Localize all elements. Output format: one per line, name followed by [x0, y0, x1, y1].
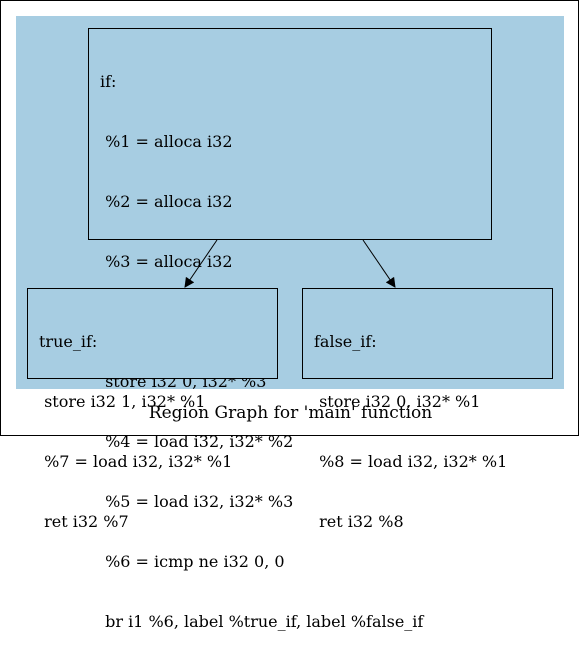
node-false-if-line: false_if:	[314, 332, 377, 351]
node-if-line: br i1 %6, label %true_if, label %false_i…	[100, 612, 424, 631]
graph-caption: Region Graph for 'main' function	[148, 403, 433, 423]
node-if-line: %1 = alloca i32	[100, 132, 233, 151]
node-true-if-line: %7 = load i32, i32* %1	[39, 452, 233, 471]
node-if-line: %3 = alloca i32	[100, 252, 233, 271]
node-if-line: %2 = alloca i32	[100, 192, 233, 211]
node-if-line: %6 = icmp ne i32 0, 0	[100, 552, 285, 571]
edge-if-to-true-if	[184, 239, 218, 288]
node-false-if-line: store i32 0, i32* %1	[314, 392, 481, 411]
node-if-line: %5 = load i32, i32* %3	[100, 492, 294, 511]
node-if[interactable]: if: %1 = alloca i32 %2 = alloca i32 %3 =…	[88, 28, 492, 631]
node-true-if-line: store i32 1, i32* %1	[39, 392, 206, 411]
node-false-if-line: ret i32 %8	[314, 512, 404, 531]
node-true-if-line: true_if:	[39, 332, 98, 351]
node-true-if[interactable]: true_if: store i32 1, i32* %1 %7 = load …	[27, 288, 278, 531]
node-true-if-line: ret i32 %7	[39, 512, 129, 531]
node-false-if[interactable]: false_if: store i32 0, i32* %1 %8 = load…	[302, 288, 553, 531]
edge-if-to-false-if	[362, 239, 396, 288]
node-false-if-line: %8 = load i32, i32* %1	[314, 452, 508, 471]
node-if-line: if:	[100, 72, 117, 91]
edge-layer	[184, 239, 396, 288]
graph-frame: if: %1 = alloca i32 %2 = alloca i32 %3 =…	[0, 0, 579, 631]
